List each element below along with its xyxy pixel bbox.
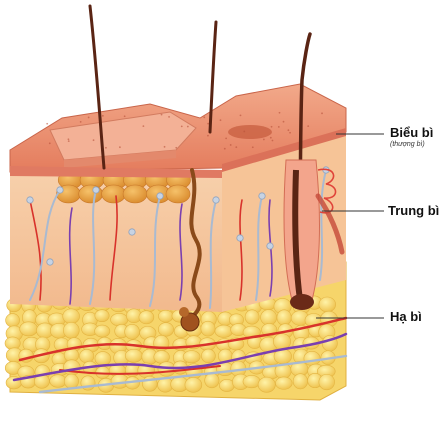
fat-lobule (293, 374, 308, 389)
skin-pore (105, 147, 107, 149)
nerve-ending (27, 197, 33, 203)
skin-pore (289, 132, 291, 134)
fat-lobule (258, 377, 275, 392)
fat-lobule (183, 351, 200, 363)
skin-pore (119, 146, 121, 148)
skin-pore (142, 125, 144, 127)
fat-lobule (261, 310, 277, 326)
fat-lobule (95, 352, 111, 366)
skin-pore (164, 146, 166, 148)
skin-pore (230, 144, 232, 146)
fat-lobule (64, 374, 78, 388)
dermal-papilla (79, 185, 103, 203)
fat-lobule (63, 309, 80, 324)
dermal-papilla (102, 185, 126, 203)
fat-lobule (20, 322, 38, 336)
fat-lobule (125, 349, 142, 362)
dermal-papilla (166, 185, 190, 203)
fat-lobule (63, 322, 79, 338)
skin-pore (207, 135, 209, 137)
label-hypodermis: Hạ bì (390, 309, 422, 324)
skin-pore (270, 137, 272, 139)
skin-pore (68, 140, 70, 142)
skin-pore (49, 142, 51, 144)
fat-lobule (201, 349, 215, 363)
fat-lobule (215, 325, 233, 337)
fat-lobule (6, 314, 20, 327)
nerve-ending (157, 193, 163, 199)
nerve-ending (259, 193, 265, 199)
fat-lobule (158, 310, 173, 322)
skin-pore (203, 116, 205, 118)
skin-pore (181, 125, 183, 127)
fat-lobule (304, 351, 320, 365)
skin-pore (207, 123, 209, 125)
fat-lobule (185, 377, 202, 392)
skin-pore (271, 126, 273, 128)
fat-lobule (243, 375, 260, 388)
skin-pore (240, 114, 242, 116)
skin-pore (263, 139, 265, 141)
fat-lobule (158, 323, 173, 337)
fat-lobule (319, 297, 336, 312)
nerve-ending (57, 187, 63, 193)
hair-follicle (284, 160, 319, 310)
skin-pore (279, 112, 281, 114)
skin-pore (220, 119, 222, 121)
skin-pore (243, 131, 245, 133)
fat-lobule (95, 310, 109, 322)
fat-lobule (111, 313, 128, 326)
fat-lobule (139, 311, 154, 324)
skin-pore (278, 126, 280, 128)
fat-lobule (201, 321, 215, 336)
fat-lobule (319, 374, 335, 390)
label-dermis: Trung bì (388, 203, 439, 218)
fat-lobule (50, 375, 67, 388)
skin-pore (321, 112, 323, 114)
dermal-papilla (123, 185, 147, 203)
nerve-ending (93, 187, 99, 193)
skin-pore (187, 126, 189, 128)
skin-pore (161, 114, 163, 116)
skin-pore (124, 115, 126, 117)
label-epidermis-subtitle: (thượng bì) (390, 141, 425, 148)
skin-pore (272, 140, 274, 142)
fat-lobule (277, 310, 291, 326)
skin-pore (307, 125, 309, 127)
nerve-ending (213, 197, 219, 203)
nerve-ending (129, 229, 135, 235)
skin-pore (102, 115, 104, 117)
fat-lobule (275, 377, 292, 389)
skin-pore (252, 146, 254, 148)
skin-pore (68, 138, 70, 140)
skin-pore (283, 121, 285, 123)
skin-pore (235, 146, 237, 148)
nerve-ending (267, 243, 273, 249)
skin-pore (46, 123, 48, 125)
fat-lobule (79, 349, 93, 363)
skin-pore (88, 117, 90, 119)
skin-pore (80, 121, 82, 123)
skin-pore (224, 148, 226, 150)
skin-pore (287, 129, 289, 131)
skin-pore (225, 137, 227, 139)
label-epidermis: Biểu bì (390, 125, 433, 140)
fat-lobule (95, 325, 110, 337)
fat-lobule (245, 310, 259, 324)
nerve-ending (47, 259, 53, 265)
nerve-ending (237, 235, 243, 241)
fat-lobule (205, 373, 219, 388)
fat-lobule (125, 324, 140, 339)
skin-pore (93, 139, 95, 141)
skin-pore (168, 116, 170, 118)
skin-pore (175, 147, 177, 149)
